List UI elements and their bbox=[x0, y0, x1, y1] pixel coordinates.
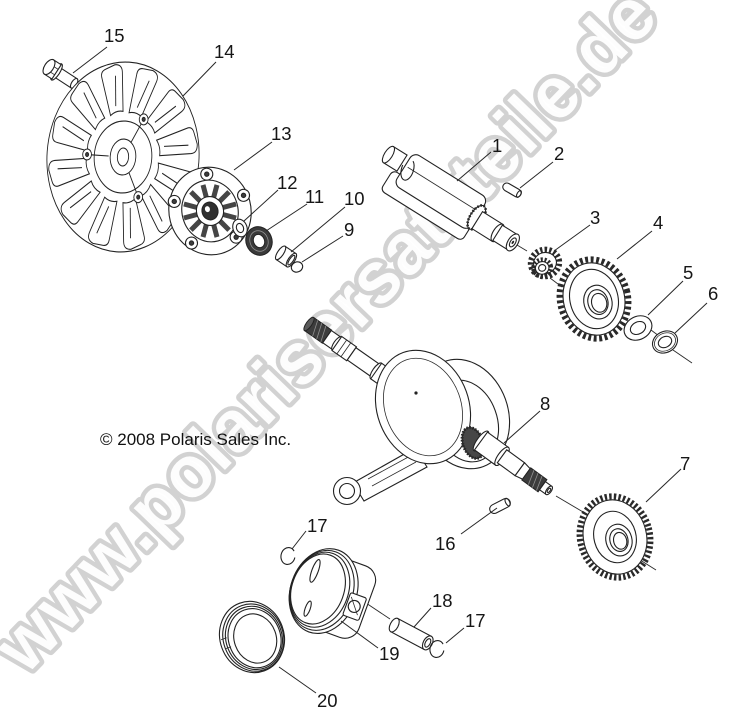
callout-4: 4 bbox=[653, 212, 664, 233]
circlip-upper-drawing bbox=[280, 547, 296, 565]
washer-5-drawing bbox=[623, 315, 653, 341]
piston-drawing bbox=[288, 548, 377, 639]
crankshaft-drawing bbox=[303, 316, 554, 506]
oil-seal-drawing bbox=[245, 226, 273, 256]
callout-18: 18 bbox=[432, 590, 453, 611]
callout-16: 16 bbox=[435, 533, 456, 554]
callout-17-lower: 17 bbox=[465, 610, 486, 631]
ring-set-drawing bbox=[218, 600, 286, 674]
callout-19: 19 bbox=[379, 643, 400, 664]
callout-8: 8 bbox=[540, 393, 551, 414]
pin-2-drawing bbox=[502, 182, 522, 198]
flange-bolt-drawing bbox=[42, 58, 79, 89]
bushing-drawing bbox=[274, 245, 298, 268]
leader-lines bbox=[72, 46, 708, 694]
copyright-notice: © 2008 Polaris Sales Inc. bbox=[100, 430, 292, 449]
callout-11: 11 bbox=[305, 186, 325, 207]
wrist-pin-drawing bbox=[388, 617, 434, 651]
balance-shaft-drawing bbox=[381, 145, 520, 252]
callout-3: 3 bbox=[590, 207, 601, 228]
gear-7-drawing bbox=[576, 493, 654, 581]
washer-6-drawing bbox=[651, 330, 679, 354]
callout-20: 20 bbox=[317, 690, 338, 711]
callout-13: 13 bbox=[271, 123, 292, 144]
callout-12: 12 bbox=[277, 172, 298, 193]
o-ring-9-drawing bbox=[290, 261, 304, 273]
callout-5: 5 bbox=[683, 262, 694, 283]
flywheel-drawing bbox=[46, 61, 200, 253]
callout-14: 14 bbox=[214, 41, 235, 62]
callout-15: 15 bbox=[104, 25, 125, 46]
callout-17-upper: 17 bbox=[307, 515, 328, 536]
callout-7: 7 bbox=[680, 453, 691, 474]
gear-3-drawing bbox=[527, 246, 563, 280]
callout-1: 1 bbox=[492, 135, 503, 156]
pulley-face-drawing bbox=[167, 166, 252, 256]
callout-6: 6 bbox=[708, 283, 719, 304]
callout-2: 2 bbox=[554, 143, 565, 164]
gear-4-drawing bbox=[556, 256, 632, 342]
callout-9: 9 bbox=[344, 219, 355, 240]
washer-12-drawing bbox=[232, 218, 248, 238]
callout-10: 10 bbox=[344, 188, 365, 209]
